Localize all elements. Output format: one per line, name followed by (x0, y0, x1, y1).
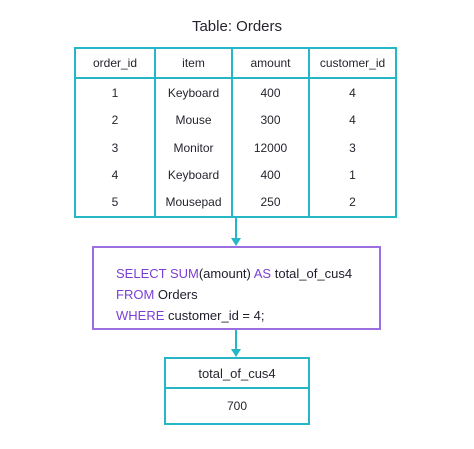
cell-amount: 12000 (233, 133, 310, 162)
cell-customer-id: 1 (349, 167, 356, 182)
result-header: total_of_cus4 (166, 359, 308, 389)
sql-text: customer_id = 4; (164, 308, 265, 323)
cell-customer-id: 4 (349, 113, 356, 128)
cell-amount: 250 (233, 188, 310, 217)
cell-item: Keyboard (156, 79, 233, 107)
header-customer-id: customer_id (319, 56, 386, 70)
cell-item: Keyboard (156, 161, 233, 189)
orders-body: 1 Keyboard 400 4 2 Mouse 300 4 3 Monitor… (76, 79, 395, 217)
cell-order-id: 3 (76, 133, 156, 162)
header-amount: amount (233, 49, 310, 77)
header-order-id: order_id (76, 49, 156, 77)
sql-keyword: FROM (116, 287, 155, 302)
cell-order-id: 1 (76, 79, 156, 107)
cell-order-id: 4 (76, 161, 156, 189)
cell-customer-id: 2 (349, 195, 356, 210)
cell-order-id: 5 (76, 188, 156, 217)
sql-text: total_of_cus4 (271, 266, 353, 281)
table-title: Table: Orders (191, 18, 283, 35)
cell-item: Monitor (156, 133, 233, 162)
sql-line-select: SELECT SUM(amount) AS total_of_cus4 (116, 263, 379, 284)
table-row: 1 Keyboard 400 4 (76, 79, 395, 107)
sql-keyword: AS (253, 266, 272, 281)
cell-customer-id: 3 (349, 140, 356, 155)
cell-item: Mousepad (156, 188, 233, 217)
arrow-down-icon (231, 349, 241, 357)
cell-amount: 400 (233, 161, 310, 189)
cell-amount: 300 (233, 106, 310, 134)
table-row: 3 Monitor 12000 3 (76, 133, 395, 162)
connector-line-1 (235, 218, 237, 239)
header-item: item (156, 49, 233, 77)
sql-text: Orders (154, 287, 198, 302)
sql-query-box: SELECT SUM(amount) AS total_of_cus4 FROM… (92, 246, 381, 330)
cell-customer-id: 4 (349, 85, 356, 100)
cell-item: Mouse (156, 106, 233, 134)
table-row: 2 Mouse 300 4 (76, 106, 395, 134)
cell-amount: 400 (233, 79, 310, 107)
connector-line-2 (235, 330, 237, 350)
orders-table: order_id item amount customer_id 1 Keybo… (74, 47, 397, 218)
sql-keyword: SELECT SUM (116, 266, 199, 281)
result-value: 700 (226, 399, 248, 413)
arrow-down-icon (231, 238, 241, 246)
sql-keyword: WHERE (116, 308, 165, 323)
cell-order-id: 2 (76, 106, 156, 134)
orders-header-row: order_id item amount customer_id (76, 49, 395, 79)
result-table: total_of_cus4 700 (164, 357, 310, 425)
table-row: 5 Mousepad 250 2 (76, 188, 395, 217)
sql-line-from: FROM Orders (116, 284, 379, 305)
sql-text: (amount) (198, 266, 254, 281)
sql-line-where: WHERE customer_id = 4; (116, 305, 379, 326)
table-row: 4 Keyboard 400 1 (76, 161, 395, 189)
